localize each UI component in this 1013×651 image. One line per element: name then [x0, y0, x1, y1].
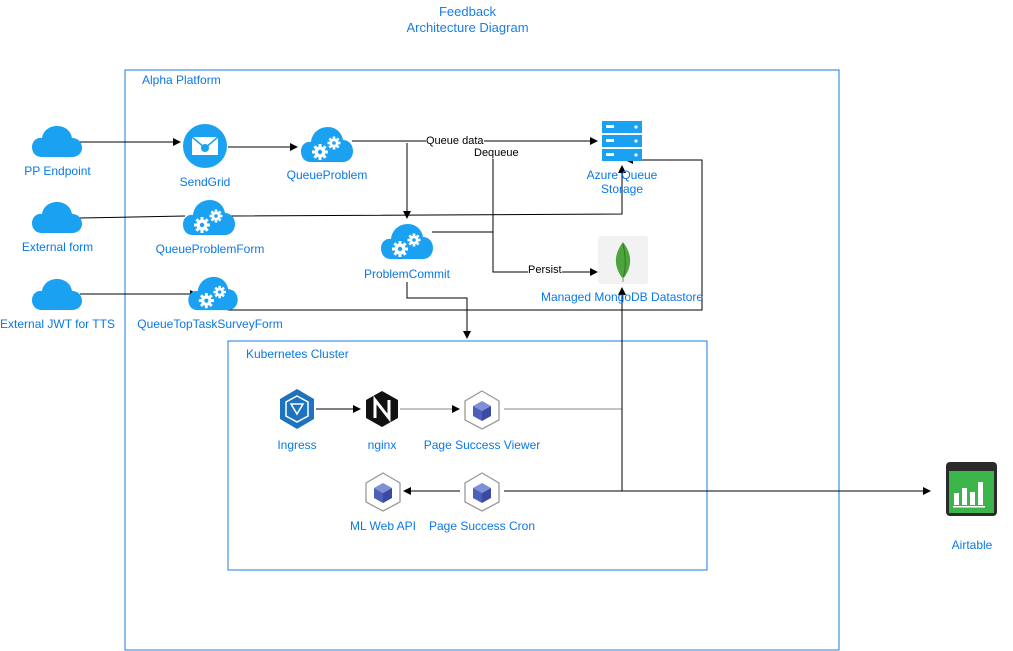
alpha-platform-container	[124, 69, 840, 651]
pp-endpoint-cloud-icon	[32, 126, 82, 157]
edge-label-persist: Persist	[528, 264, 562, 276]
edge-externalform-to-queueproblemform	[79, 215, 186, 219]
sendgrid-label: SendGrid	[179, 175, 231, 189]
azure-queue-label-line2: Storage	[600, 182, 644, 196]
edge-label-queue-data: Queue data	[426, 135, 484, 147]
azure-queue-label-line1: Azure Queue	[586, 168, 658, 182]
queueproblemform-label: QueueProblemForm	[155, 242, 265, 256]
page-success-cron-label: Page Success Cron	[428, 519, 536, 533]
external-form-label: External form	[21, 240, 94, 254]
external-jwt-cloud-icon	[32, 279, 82, 310]
mongodb-leaf-icon	[598, 236, 648, 284]
queueproblemform-gear-cloud-icon	[183, 200, 235, 235]
nginx-label: nginx	[367, 438, 397, 452]
page-success-viewer-label: Page Success Viewer	[423, 438, 541, 452]
sendgrid-envelope-icon	[183, 124, 227, 168]
airtable-label: Airtable	[951, 538, 993, 552]
ml-web-api-label: ML Web API	[349, 519, 417, 533]
kubernetes-cluster-container	[227, 340, 708, 571]
edge-queueproblemform-to-storage	[229, 165, 626, 217]
page-success-cron-cube-icon	[464, 472, 500, 512]
external-jwt-label: External JWT for TTS	[0, 317, 115, 331]
ingress-icon	[280, 389, 314, 429]
problemcommit-gear-cloud-icon	[381, 224, 433, 259]
ml-web-api-cube-icon	[365, 472, 401, 512]
edge-dequeue-persist	[492, 152, 598, 276]
azure-queue-storage-icon	[602, 121, 642, 161]
diagram-title: Feedback	[438, 4, 497, 19]
kubernetes-cluster-label: Kubernetes Cluster	[246, 347, 349, 361]
alpha-platform-label: Alpha Platform	[142, 73, 221, 87]
mongodb-label: Managed MongoDB Datastore	[540, 290, 704, 304]
edges	[79, 137, 931, 495]
nginx-icon	[366, 391, 398, 427]
ingress-label: Ingress	[277, 438, 317, 452]
pp-endpoint-label: PP Endpoint	[24, 164, 91, 178]
problemcommit-label: ProblemCommit	[363, 267, 450, 281]
edge-problemcommit-to-kubernetes	[406, 282, 471, 339]
edge-label-dequeue: Dequeue	[474, 147, 519, 159]
queuetoptask-gear-cloud-icon	[188, 276, 238, 311]
diagram-subtitle: Architecture Diagram	[406, 20, 529, 35]
queuetoptask-label: QueueTopTaskSurveyForm	[137, 317, 283, 331]
airtable-bar-chart-icon	[946, 462, 997, 516]
page-success-viewer-cube-icon	[464, 390, 500, 430]
external-form-cloud-icon	[32, 202, 82, 233]
queueproblem-label: QueueProblem	[286, 168, 368, 182]
queueproblem-gear-cloud-icon	[301, 127, 353, 162]
